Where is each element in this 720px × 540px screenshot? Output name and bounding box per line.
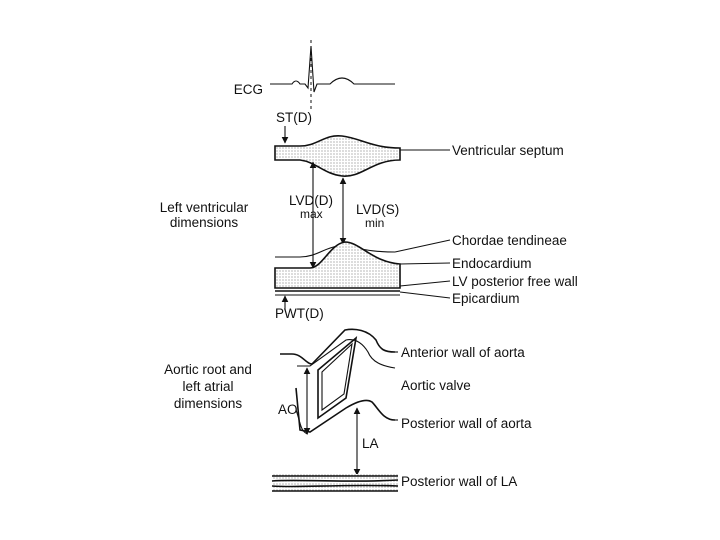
aortic-dimensions-label-line1: Aortic root and	[164, 362, 252, 377]
epicardium-leader-line	[399, 291, 451, 299]
ventricular-septum-band	[274, 135, 401, 177]
anterior-wall-aorta-label: Anterior wall of aorta	[401, 345, 525, 360]
lv-posterior-free-wall-label: LV posterior free wall	[452, 274, 578, 289]
posterior-wall-aorta-label: Posterior wall of aorta	[401, 416, 532, 431]
endocardium-leader-line	[399, 262, 451, 265]
st-d-label: ST(D)	[276, 110, 312, 125]
la-label: LA	[362, 436, 379, 451]
lvd-s-min-label: min	[365, 216, 384, 230]
ao-label: AO	[278, 402, 298, 417]
chordae-leader-line	[394, 239, 451, 253]
ventricular-septum-label: Ventricular septum	[452, 143, 564, 158]
aortic-valve-label: Aortic valve	[401, 378, 471, 393]
lvd-s-label: LVD(S)	[356, 202, 399, 217]
lv-posterior-leader-line	[399, 280, 451, 287]
lvd-d-max-label: max	[300, 207, 323, 221]
epicardium-label: Epicardium	[452, 291, 520, 306]
lv-dimensions-label-line1: Left ventricular	[160, 200, 249, 215]
endocardium-label: Endocardium	[452, 256, 532, 271]
aortic-root-traces	[280, 328, 396, 435]
lv-posterior-wall-band	[274, 241, 401, 289]
aortic-dimensions-label-line2: left atrial	[182, 379, 233, 394]
pwt-d-label: PWT(D)	[275, 306, 324, 321]
lv-dimensions-label-line2: dimensions	[170, 215, 239, 230]
ecg-trace	[270, 40, 395, 112]
ecg-label: ECG	[234, 82, 263, 97]
posterior-wall-la-label: Posterior wall of LA	[401, 474, 517, 489]
posterior-wall-la-band	[271, 474, 399, 492]
aortic-dimensions-label-line3: dimensions	[174, 396, 243, 411]
lvd-d-label: LVD(D)	[289, 193, 333, 208]
chordae-tendineae-label: Chordae tendineae	[452, 233, 567, 248]
